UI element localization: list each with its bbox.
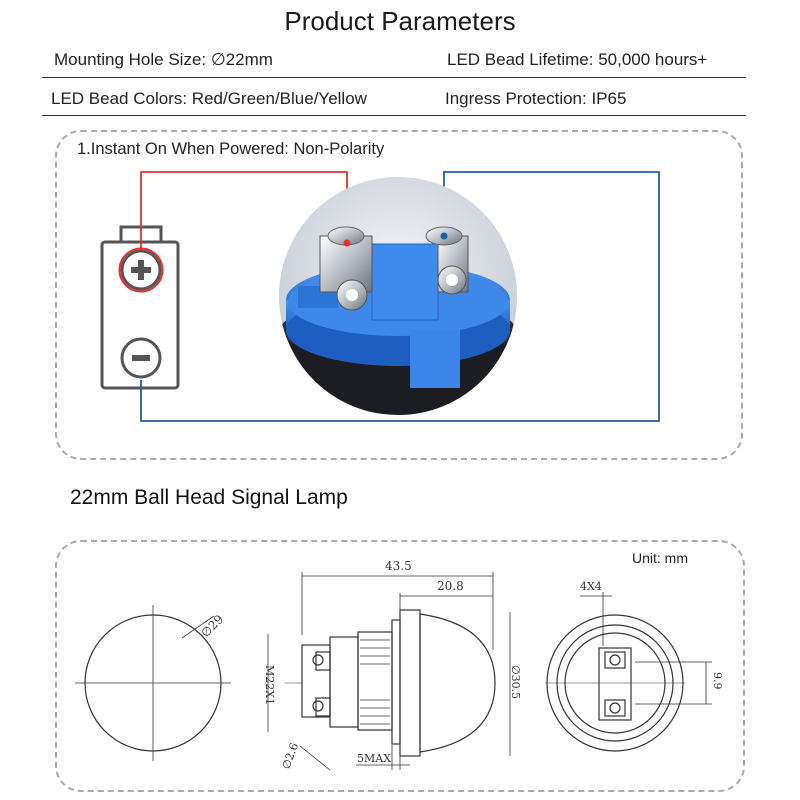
divider-line [42,115,746,116]
dim-head-diameter: ∅30.5 [509,665,522,699]
dim-terminal-spacing: 9.9 [711,672,724,690]
dim-panel-max: 5MAX [357,752,391,765]
wiring-label: 1.Instant On When Powered: Non-Polarity [77,140,385,158]
dim-pin-hole: ∅2.6 [280,741,301,771]
page-title: Product Parameters [284,6,516,36]
lamp-photo [279,177,517,415]
divider-line [42,77,746,78]
wiring-panel [55,130,743,460]
negative-wire [140,171,660,422]
led-colors: LED Bead Colors: Red/Green/Blue/Yellow [51,89,367,108]
unit-label: Unit: mm [632,550,688,566]
rear-view [545,592,712,752]
side-view [267,572,511,771]
drawing-panel [55,540,745,792]
mounting-hole-size: Mounting Hole Size: ∅22mm [54,50,273,69]
dim-head-length: 20.8 [437,579,464,593]
led-lifetime: LED Bead Lifetime: 50,000 hours+ [447,50,708,69]
front-view [75,605,231,761]
dim-total-length: 43.5 [385,559,412,573]
dim-terminal-size: 4X4 [580,580,602,593]
ingress-protection: Ingress Protection: IP65 [445,89,627,108]
dim-thread: M22X1 [263,665,276,705]
section-title: 22mm Ball Head Signal Lamp [70,486,348,509]
